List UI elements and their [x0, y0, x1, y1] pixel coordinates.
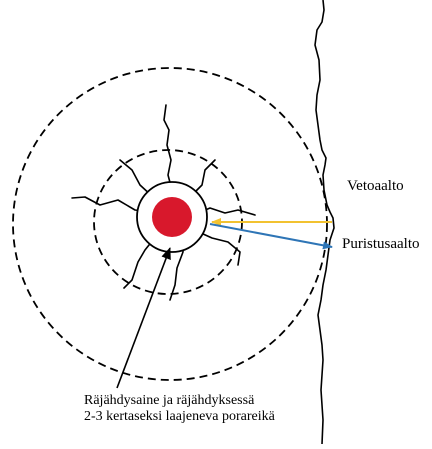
label-pointer-arrow [117, 248, 170, 388]
explosive-label-line-1: Räjähdysaine ja räjähdyksessä [84, 393, 275, 409]
compression-wave-label: Puristusaalto [342, 236, 420, 253]
explosive-charge [152, 197, 192, 237]
explosive-label-line-2: 2-3 kertaseksi laajeneva porareikä [84, 409, 275, 425]
explosive-borehole-label: Räjähdysaine ja räjähdyksessä 2-3 kertas… [84, 393, 275, 425]
compression-wave-arrow [210, 224, 332, 247]
tension-wave-label: Vetoaalto [347, 178, 404, 195]
